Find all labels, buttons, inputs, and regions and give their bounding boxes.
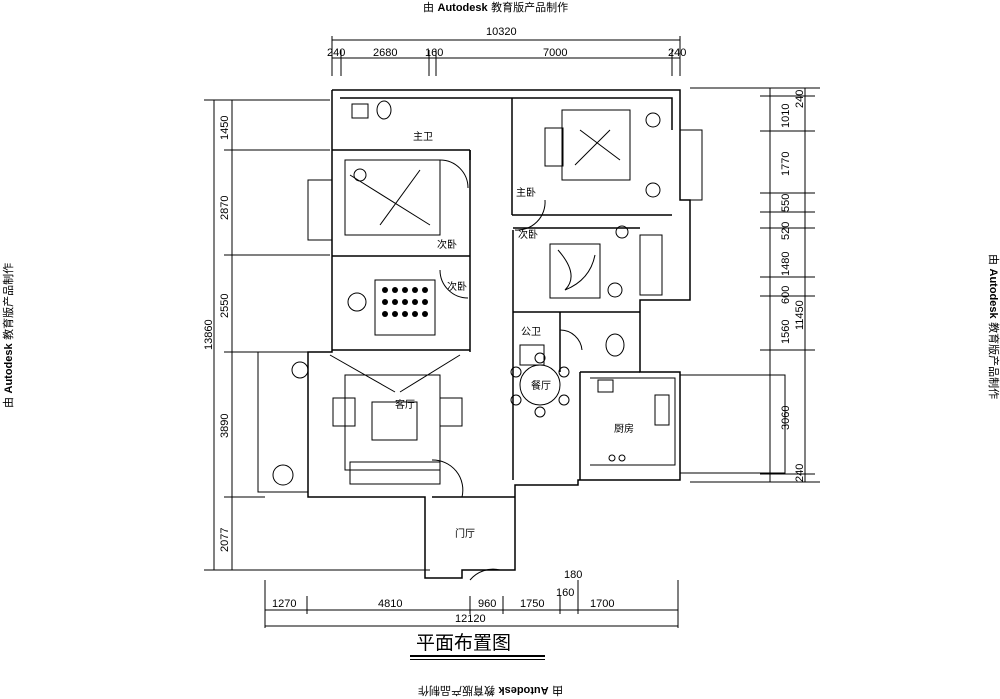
master-bed xyxy=(544,109,661,198)
watermark-suffix: 教育版产品制作 xyxy=(418,684,495,697)
dim-top-4: 240 xyxy=(668,47,686,59)
watermark-prefix: 由 xyxy=(423,1,434,14)
watermark-brand: Autodesk xyxy=(498,684,549,696)
room-second-bedroom-a: 次卧 xyxy=(437,238,457,251)
watermark-suffix: 教育版产品制作 xyxy=(987,322,1000,400)
watermark-brand: Autodesk xyxy=(437,2,488,14)
room-master-bath: 主卫 xyxy=(413,131,433,143)
dim-left-3: 3890 xyxy=(219,414,231,438)
outer-walls xyxy=(307,89,691,579)
dim-top-1: 2680 xyxy=(373,47,397,59)
drawing-title: 平面布置图 xyxy=(416,632,512,654)
watermark-prefix: 由 xyxy=(2,397,15,408)
dim-top-0: 240 xyxy=(327,47,345,59)
dim-right-2: 1770 xyxy=(780,152,792,176)
right-dim-texts: 240 1010 1770 550 520 1480 600 1560 3060… xyxy=(780,90,806,482)
dim-right-5: 1480 xyxy=(780,252,792,276)
room-labels: 主卫 主卧 次卧 次卧 次卧 公卫 餐厅 厨房 客厅 门厅 xyxy=(395,131,634,540)
bathroom-fixtures xyxy=(351,100,625,366)
dim-bottom-extra: 180 xyxy=(564,569,582,581)
dim-right-total: 11450 xyxy=(794,300,806,330)
dim-right-4: 520 xyxy=(780,222,792,240)
dim-right-6: 600 xyxy=(780,286,792,304)
room-second-bedroom-b: 次卧 xyxy=(518,228,538,241)
watermark-prefix: 由 xyxy=(552,684,564,697)
room-foyer: 门厅 xyxy=(455,527,475,540)
bottom-dimension-chain xyxy=(264,580,679,628)
watermark-suffix: 教育版产品制作 xyxy=(2,262,15,340)
watermark-left: 由 Autodesk 教育版产品制作 xyxy=(0,263,16,408)
dim-bottom-total: 12120 xyxy=(455,613,486,625)
dining-table xyxy=(510,352,570,418)
room-living: 客厅 xyxy=(395,398,415,411)
watermark-prefix: 由 xyxy=(987,254,1000,265)
child-bedroom-furniture xyxy=(549,225,629,299)
bed-pattern xyxy=(382,287,428,317)
room-public-bath: 公卫 xyxy=(521,327,541,338)
room-dining: 餐厅 xyxy=(531,379,551,392)
watermark-bottom: 由 Autodesk 教育版产品制作 xyxy=(418,683,563,699)
dim-left-2: 2550 xyxy=(219,294,231,318)
dim-right-1: 1010 xyxy=(780,104,792,128)
dim-right-9: 240 xyxy=(794,464,806,482)
dim-bottom-4: 160 xyxy=(556,587,574,599)
right-dimension-chain xyxy=(690,87,820,483)
dim-bottom-2: 960 xyxy=(478,598,496,610)
dim-top-2: 160 xyxy=(425,47,443,59)
dim-right-8: 3060 xyxy=(780,406,792,430)
dim-right-3: 550 xyxy=(780,194,792,212)
room-second-bedroom-c: 次卧 xyxy=(447,280,467,293)
third-bedroom-bed xyxy=(347,279,436,336)
dim-left-0: 1450 xyxy=(219,116,231,140)
dim-left-total: 13860 xyxy=(203,319,215,350)
watermark-brand: Autodesk xyxy=(987,268,999,319)
title-underline xyxy=(410,655,545,657)
watermark-suffix: 教育版产品制作 xyxy=(491,1,569,14)
top-dimension-chain xyxy=(331,36,681,76)
living-sofa-set xyxy=(272,354,463,486)
watermark-top: 由 Autodesk 教育版产品制作 xyxy=(423,0,568,15)
dimension-labels: 10320 240 2680 160 7000 240 180 1270 481… xyxy=(203,26,806,625)
bay-windows xyxy=(257,129,786,493)
dim-right-0: 240 xyxy=(794,90,806,108)
dim-bottom-0: 1270 xyxy=(272,598,296,610)
dim-bottom-3: 1750 xyxy=(520,598,544,610)
room-kitchen: 厨房 xyxy=(614,422,634,435)
kitchen-counters xyxy=(590,377,676,466)
dim-left-1: 2870 xyxy=(219,196,231,220)
dim-bottom-5: 1700 xyxy=(590,598,614,610)
dim-right-7: 1560 xyxy=(780,320,792,344)
dim-top-3: 7000 xyxy=(543,47,567,59)
dim-left-4: 2077 xyxy=(219,528,231,552)
room-master-bedroom: 主卧 xyxy=(516,186,536,199)
left-dim-texts: 13860 1450 2870 2550 3890 2077 xyxy=(203,116,231,552)
door-swings xyxy=(431,159,583,581)
dim-top-total: 10320 xyxy=(486,26,517,38)
watermark-brand: Autodesk xyxy=(3,343,15,394)
title-underline-thin xyxy=(410,659,545,660)
watermark-right: 由 Autodesk 教育版产品制作 xyxy=(986,254,1000,399)
dim-bottom-1: 4810 xyxy=(378,598,402,610)
second-bedroom-bed xyxy=(344,159,441,236)
